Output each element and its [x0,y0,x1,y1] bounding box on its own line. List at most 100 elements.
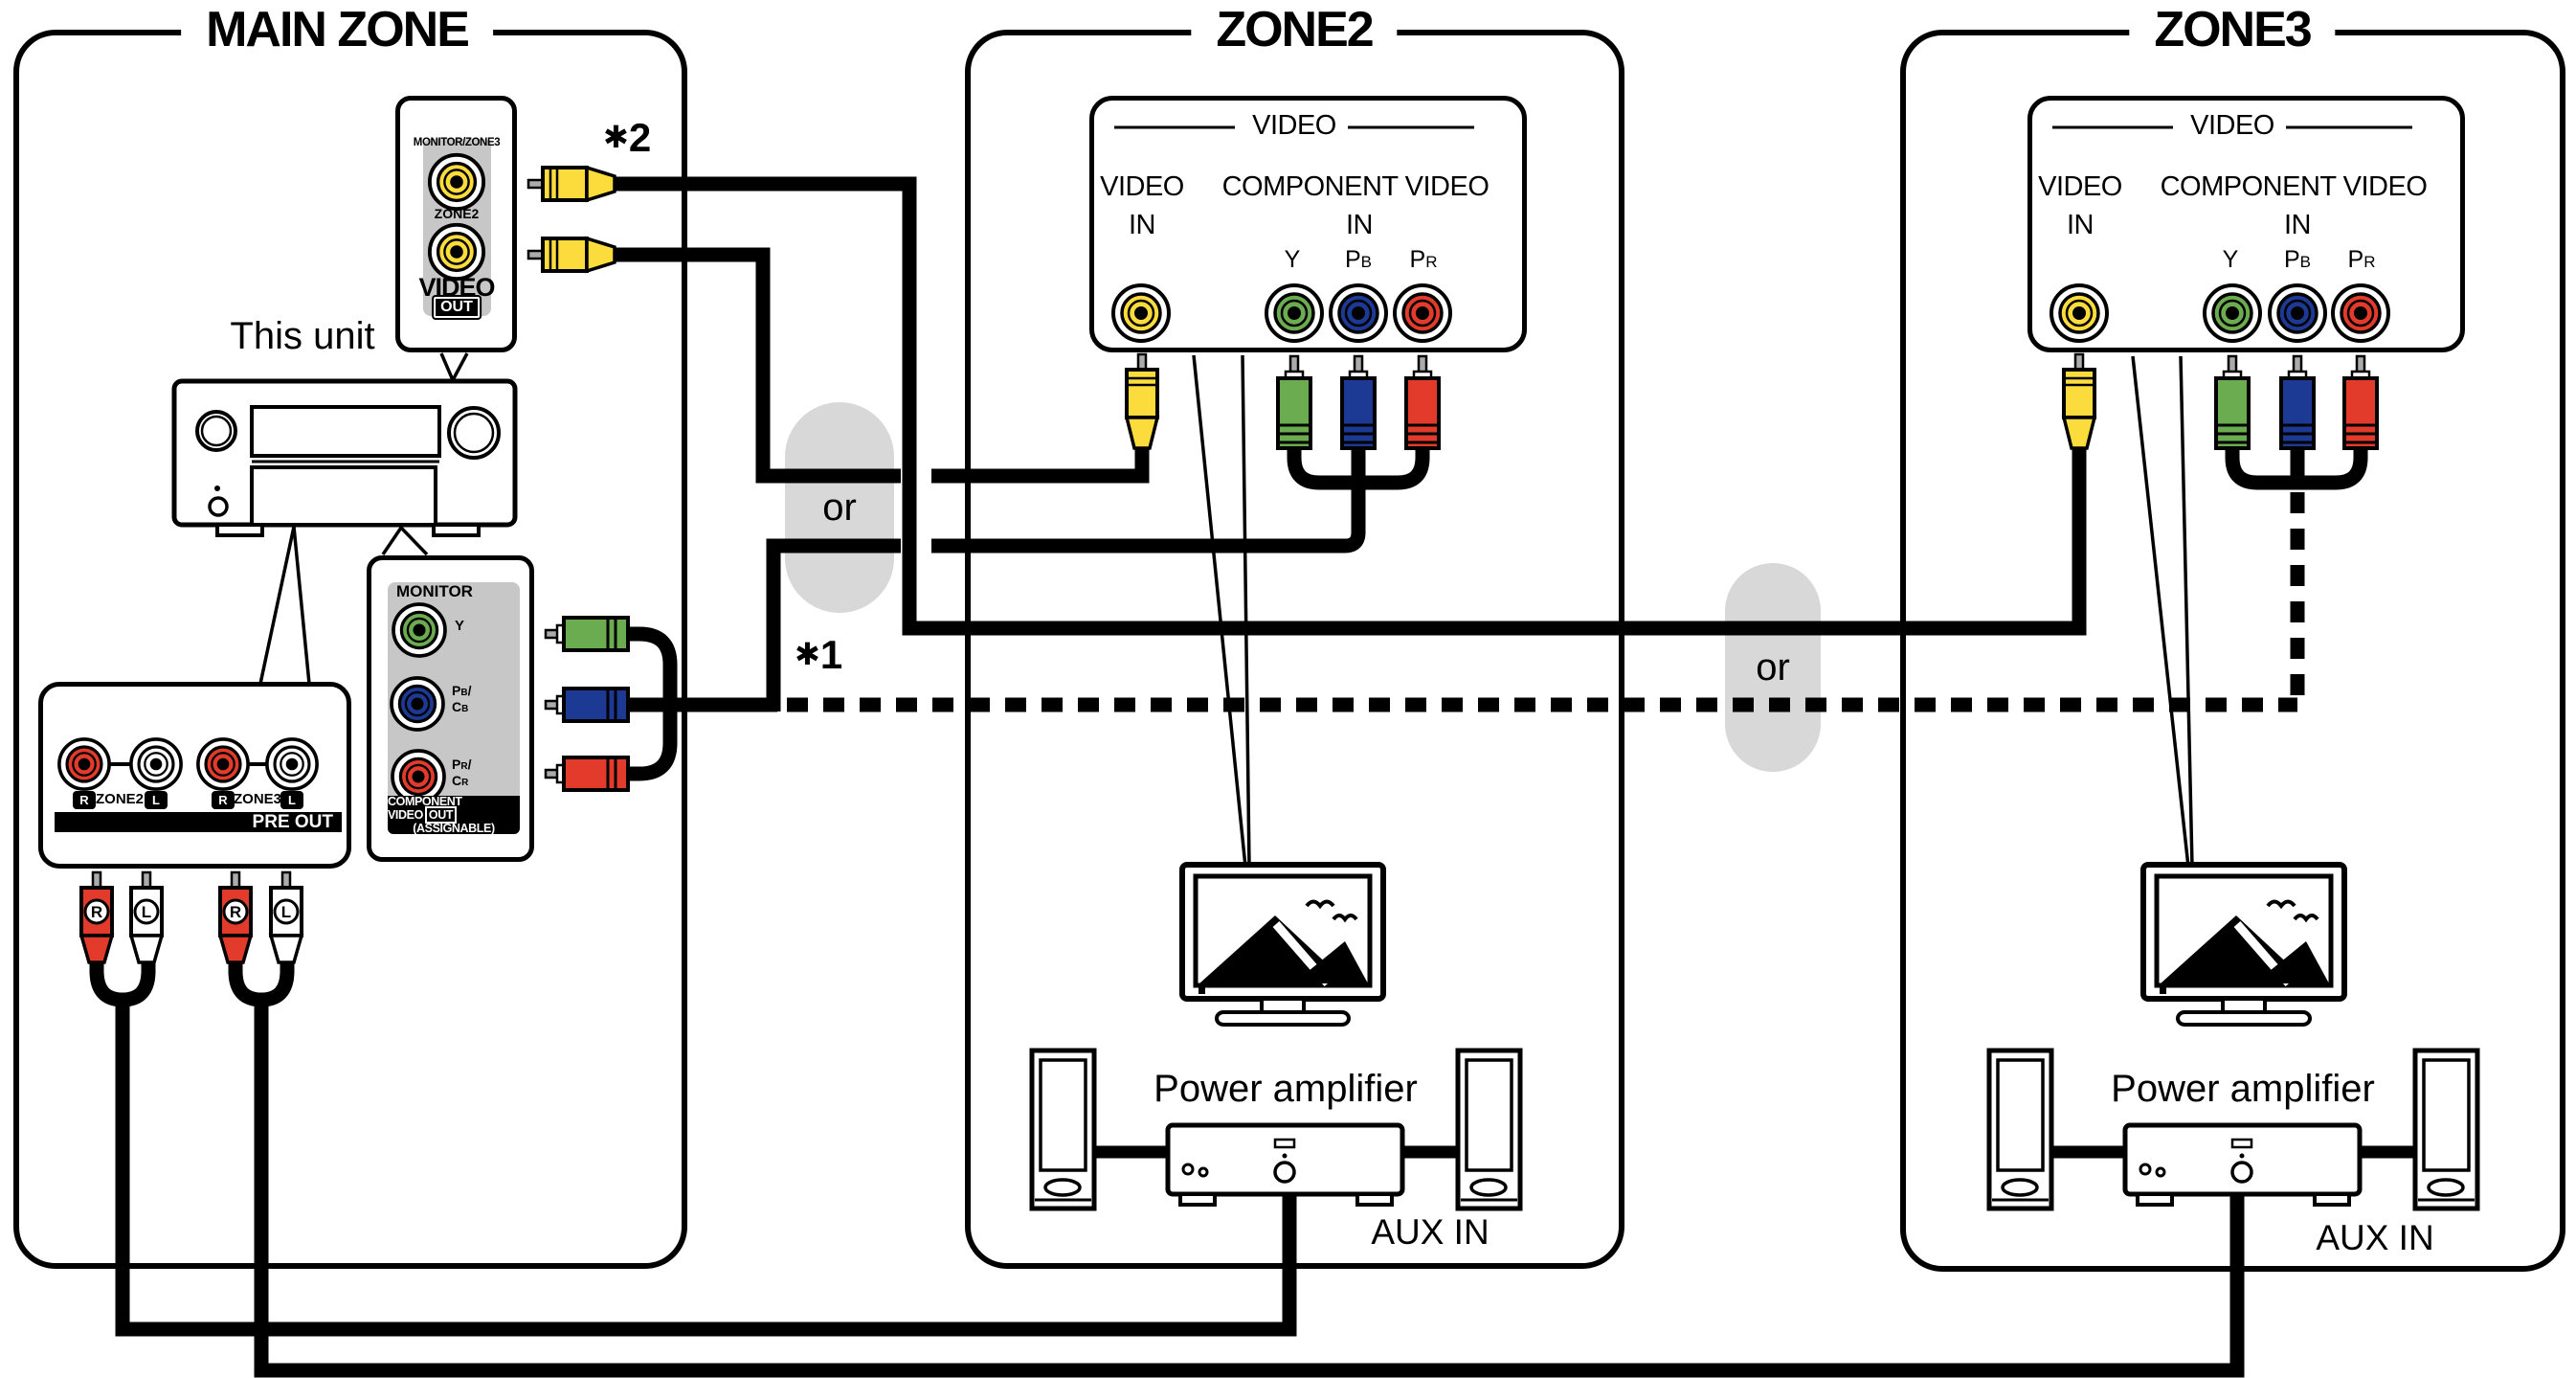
rca-plug-red-icon [2342,354,2379,450]
rca-plug-yellow-icon [526,166,616,202]
zone2-power-amplifier-label: Power amplifier [1154,1068,1418,1110]
or-capsule-zone2: or [785,402,894,613]
plug-letter-r: R [91,903,102,921]
zone3-video-in-in: IN [2067,210,2094,240]
cable-preout-zone2-u [89,962,156,1007]
l-badge: L [145,791,168,809]
zone2-video-in-in: IN [1129,210,1156,240]
pre-out-callout-tail [258,526,311,685]
zone3-speaker-left-icon [1989,1050,2051,1209]
jack-preout-zone3-l [265,737,319,791]
monitor-label: MONITOR [396,582,473,600]
cable-monitor-zone3-video [615,176,2087,636]
or-capsule-zone3: or [1725,563,1821,772]
zone2-pb-label: PB [1344,246,1373,273]
zone3-tv-icon [2143,865,2344,1025]
video-out-callout-tail [439,352,469,385]
r-badge: R [73,791,96,809]
jack-comp-y [392,602,447,658]
cable-zone3-comp-green-loop [2225,448,2297,490]
jack-zone2-video-in [1111,283,1171,343]
zone2-title: ZONE2 [1191,4,1398,56]
zone3-tv-callout [2131,355,2190,868]
plug-letter-r: R [230,903,241,921]
zone2-amp-icon [1168,1125,1402,1205]
l-badge: L [280,791,303,809]
zone2-component-label: COMPONENT VIDEO [1221,171,1490,202]
cable-comp-green [628,626,678,705]
zone2-jack-label: ZONE2 [434,206,480,221]
comp-y-label: Y [455,618,465,634]
cable-zone2-comp-green-loop [1287,448,1358,490]
cable-preout-zone3-run [254,996,2245,1378]
rca-plug-yellow-icon [1125,352,1159,450]
pre-out-bar: PRE OUT [55,812,342,832]
zone3-video-header: VIDEO [2190,110,2274,141]
jack-zone2-y [1265,283,1324,343]
jack-zone2-pr [1393,283,1452,343]
video-out-out-badge: OUT [434,297,480,318]
cable-comp-to-zone2 [931,448,1366,553]
cables [89,176,2419,1378]
jack-video-monitor-zone3 [427,152,486,212]
cable-preout-zone2-run [115,996,1297,1337]
cable-comp-riser [766,538,901,712]
rca-plug-blue-icon [2279,354,2316,450]
or-label: or [1756,645,1790,689]
jack-zone2-pb [1329,283,1388,343]
jack-video-zone2 [427,222,486,282]
jack-preout-zone2-r [57,737,111,791]
plug-letter-l: L [281,903,291,921]
zone2-aux-in-label: AUX IN [1371,1212,1490,1252]
zone2-video-header: VIDEO [1252,110,1336,141]
component-out-callout-tail [381,525,429,556]
zone2-y-label: Y [1284,246,1301,273]
rca-plug-green-icon [544,616,630,652]
rca-plug-green-icon [1276,354,1312,450]
zone2-tv-icon [1182,865,1383,1025]
preout-zone2-label: ZONE2 [95,791,145,807]
cable-zone2-video-b [931,448,1150,484]
monitor-zone3-label: MONITOR/ZONE3 [413,137,501,148]
jack-zone3-video-in [2050,283,2109,343]
rca-plug-blue-icon [1340,354,1377,450]
zone2-speaker-right-icon [1458,1050,1520,1209]
rca-plug-blue-icon [544,687,630,723]
cable-preout-zone3-u [228,962,295,1007]
zone2-tv-callout [1192,354,1247,868]
zone3-component-label: COMPONENT VIDEO [2160,171,2428,202]
zone2-component-in: IN [1346,210,1374,240]
main-zone-title: MAIN ZONE [181,4,493,56]
receiver-icon [171,378,518,537]
this-unit-label: This unit [230,315,375,357]
video-out-video-label: VIDEO [418,273,495,302]
zone3-speaker-right-icon [2415,1050,2477,1209]
cable-zone3-comp-red-loop [2297,448,2368,490]
jack-zone3-pr [2331,283,2390,343]
plugs: R L R L [79,166,2379,964]
zone2-video-in-label: VIDEO [1100,171,1184,202]
footnote-1: ✱1 [795,632,843,677]
jack-preout-zone2-l [129,737,183,791]
dotted-component-route [787,492,2305,712]
zone2-tv-callout [1241,354,1251,868]
jack-zone3-y [2203,283,2262,343]
zone3-pb-label: PB [2283,246,2312,273]
jack-comp-pb [390,676,445,732]
zone2-speaker-left-icon [1032,1050,1094,1209]
rca-plug-yellow-icon [2062,352,2096,450]
preout-zone3-label: ZONE3 [233,791,282,807]
rca-plug-yellow-icon [526,237,616,273]
jack-zone3-pb [2268,283,2327,343]
rca-plug-red-icon [1404,354,1441,450]
comp-pr-cr-label: PR/ CR [452,757,472,789]
rca-plug-red-icon [544,756,630,792]
cable-comp-red [628,705,678,781]
zone2-pr-label: PR [1409,246,1438,273]
r-badge: R [212,791,235,809]
zone3-component-in: IN [2284,210,2312,240]
zone3-tv-callout [2179,355,2194,868]
